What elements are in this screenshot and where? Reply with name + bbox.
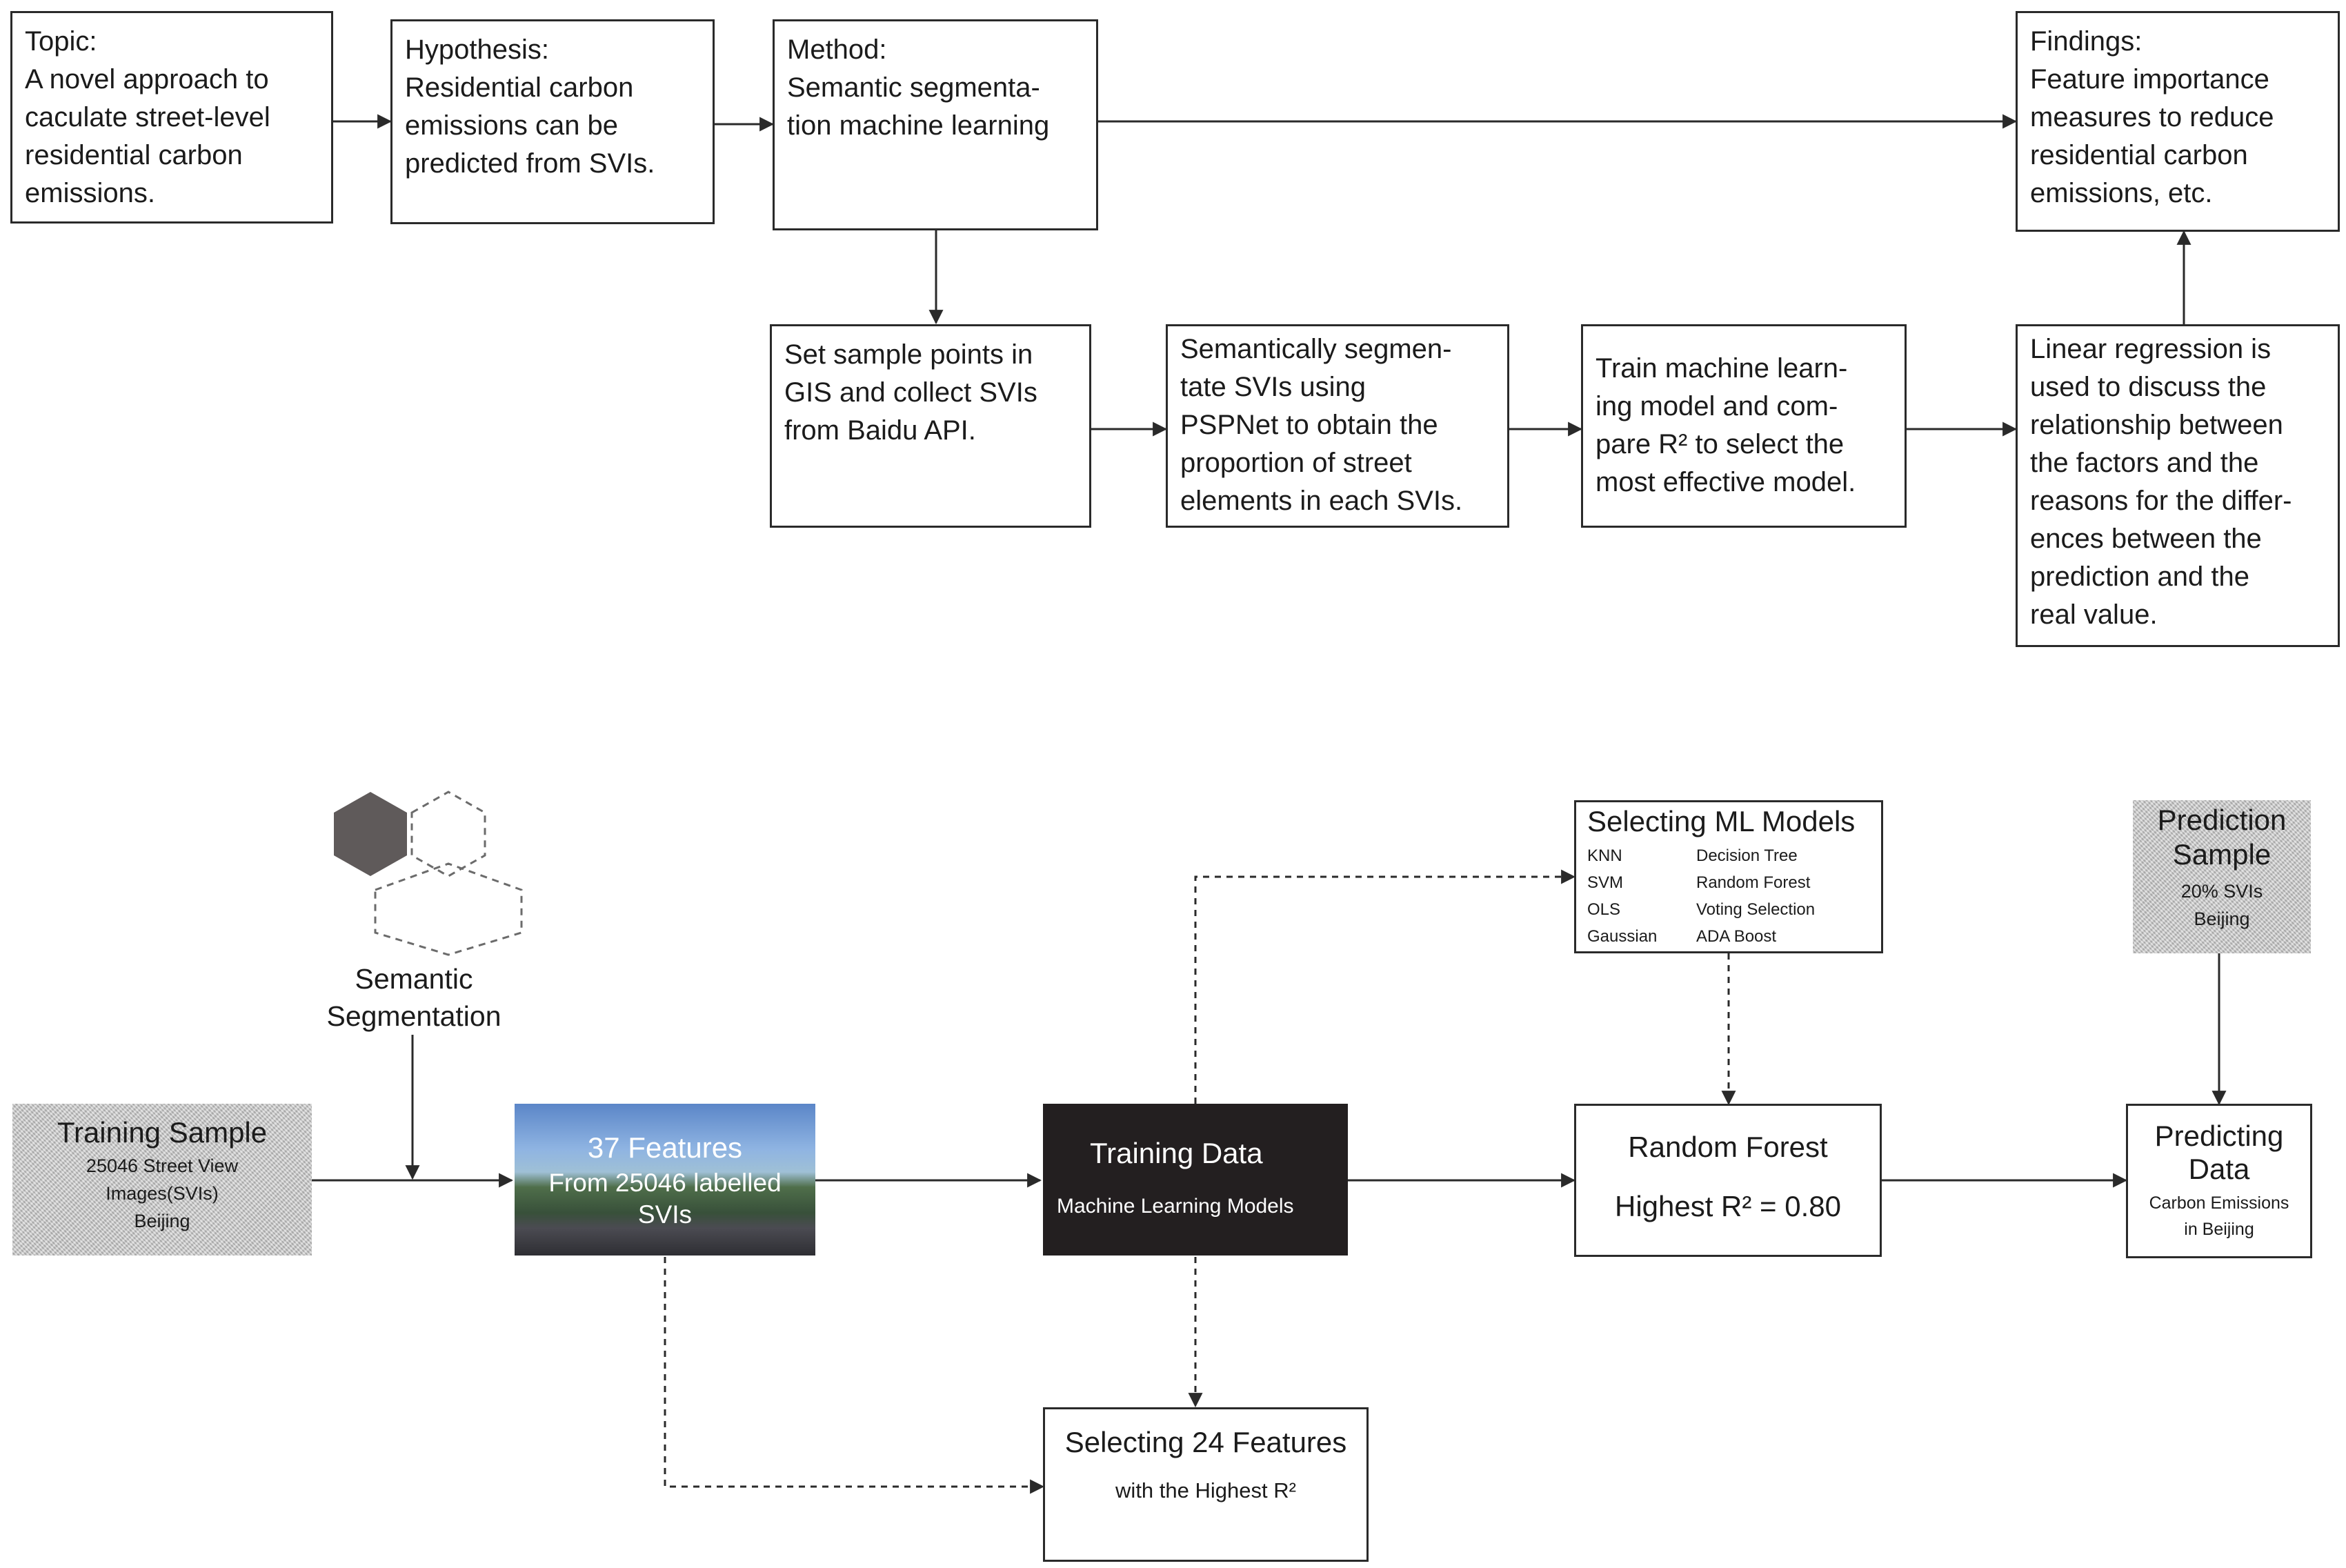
model-item: ADA Boost (1696, 927, 1777, 946)
regression-line: reasons for the differ- (2030, 486, 2292, 516)
hypothesis-heading: Hypothesis: (405, 34, 549, 65)
hypothesis-line: predicted from SVIs. (405, 148, 655, 179)
regression-line: real value. (2030, 599, 2158, 630)
sample-points-box: Set sample points in GIS and collect SVI… (770, 324, 1091, 528)
train-line: Train machine learn- (1596, 353, 1848, 384)
train-line: pare R² to select the (1596, 429, 1845, 459)
selecting-features-title: Selecting 24 Features (1064, 1426, 1347, 1458)
models-list: KNN Decision Tree SVM Random Forest OLS … (1587, 842, 1874, 950)
findings-line: measures to reduce (2030, 102, 2274, 132)
segment-line: proportion of street (1180, 448, 1412, 478)
semantic-segmentation-label: Semantic Segmentation (297, 960, 531, 1035)
method-heading: Method: (787, 34, 887, 65)
training-sample-line: Images(SVIs) (106, 1183, 219, 1204)
model-item: Gaussian (1587, 927, 1658, 946)
topic-heading: Topic: (25, 26, 97, 57)
prediction-sample-sub: 20% SVIs (2180, 881, 2263, 902)
method-line: tion machine learning (787, 110, 1050, 141)
model-item: Decision Tree (1696, 846, 1798, 865)
training-sample-box: Training Sample 25046 Street View Images… (12, 1104, 312, 1256)
regression-line: ences between the (2030, 524, 2262, 554)
dotted-training-data-models (1194, 869, 1576, 1104)
dotted-features-selecting-features (664, 1257, 1045, 1494)
random-forest-box: Random Forest Highest R² = 0.80 (1574, 1104, 1882, 1257)
predicting-data-line: Predicting (2154, 1120, 2284, 1152)
prediction-sample-line: Sample (2172, 838, 2272, 871)
hypothesis-line: Residential carbon (405, 72, 634, 103)
predicting-data-sub: in Beijing (2184, 1220, 2254, 1239)
segment-line: elements in each SVIs. (1180, 486, 1463, 516)
selecting-features-box: Selecting 24 Features with the Highest R… (1043, 1407, 1369, 1562)
regression-line: Linear regression is (2030, 334, 2272, 364)
features-line: From 25046 labelled (548, 1169, 782, 1197)
train-line: most effective model. (1596, 467, 1856, 497)
sample-points-line: from Baidu API. (784, 415, 976, 446)
regression-line: relationship between (2030, 410, 2283, 440)
predicting-data-box: Predicting Data Carbon Emissions in Beij… (2126, 1104, 2312, 1258)
random-forest-title: Random Forest (1628, 1131, 1828, 1163)
selecting-features-subtitle: with the Highest R² (1115, 1478, 1296, 1502)
model-item: KNN (1587, 846, 1622, 865)
method-box: Method: Semantic segmenta- tion machine … (773, 19, 1098, 230)
sample-points-line: GIS and collect SVIs (784, 377, 1037, 408)
hypothesis-line: emissions can be (405, 110, 619, 141)
segment-line: tate SVIs using (1180, 372, 1366, 402)
model-item: Voting Selection (1696, 900, 1816, 919)
training-sample-line: Beijing (134, 1211, 190, 1231)
predicting-data-line: Data (2188, 1153, 2250, 1185)
findings-line: emissions, etc. (2030, 178, 2213, 208)
selecting-models-box: Selecting ML Models KNN Decision Tree SV… (1574, 800, 1883, 953)
prediction-sample-box: Prediction Sample 20% SVIs Beijing (2133, 800, 2311, 953)
findings-heading: Findings: (2030, 26, 2143, 57)
topic-line: emissions. (25, 178, 155, 208)
features-line: SVIs (637, 1200, 693, 1229)
regression-line: prediction and the (2030, 562, 2250, 592)
train-line: ing model and com- (1596, 391, 1838, 421)
findings-box: Findings: Feature importance measures to… (2016, 11, 2340, 232)
prediction-sample-line: Prediction (2157, 804, 2287, 836)
prediction-sample-sub: Beijing (2194, 909, 2250, 929)
hexagon-dashed-top-icon (410, 791, 486, 877)
topic-line: residential carbon (25, 140, 243, 170)
hexagon-dashed-bottom-icon (374, 862, 523, 956)
selecting-models-title: Selecting ML Models (1587, 805, 1856, 837)
findings-line: Feature importance (2030, 64, 2269, 95)
training-sample-title: Training Sample (57, 1116, 268, 1149)
hypothesis-box: Hypothesis: Residential carbon emissions… (390, 19, 715, 224)
semantic-segmentation-line: Semantic (355, 963, 473, 995)
model-item: Random Forest (1696, 873, 1811, 892)
topic-line: A novel approach to (25, 64, 269, 95)
findings-line: residential carbon (2030, 140, 2248, 170)
regression-box: Linear regression is used to discuss the… (2016, 324, 2340, 647)
segment-line: PSPNet to obtain the (1180, 410, 1438, 440)
segment-line: Semantically segmen- (1180, 334, 1452, 364)
training-data-box: Training Data Machine Learning Models (1043, 1104, 1348, 1256)
sample-points-line: Set sample points in (784, 339, 1033, 370)
topic-line: caculate street-level (25, 102, 270, 132)
regression-line: the factors and the (2030, 448, 2259, 478)
train-box: Train machine learn- ing model and com- … (1581, 324, 1907, 528)
training-sample-line: 25046 Street View (86, 1155, 239, 1176)
features-photo-box: 37 Features From 25046 labelled SVIs (515, 1104, 815, 1256)
model-item: SVM (1587, 873, 1624, 892)
semantic-segmentation-line: Segmentation (326, 1000, 501, 1032)
segment-box: Semantically segmen- tate SVIs using PSP… (1166, 324, 1509, 528)
model-item: OLS (1587, 900, 1621, 919)
training-data-title: Training Data (1090, 1137, 1263, 1169)
random-forest-r2: Highest R² = 0.80 (1614, 1190, 1841, 1222)
hexagon-filled-icon (334, 792, 407, 876)
method-line: Semantic segmenta- (787, 72, 1040, 103)
training-data-subtitle: Machine Learning Models (1057, 1195, 1294, 1218)
features-title: 37 Features (587, 1131, 743, 1164)
regression-line: used to discuss the (2030, 372, 2267, 402)
predicting-data-sub: Carbon Emissions (2149, 1193, 2289, 1213)
topic-box: Topic: A novel approach to caculate stre… (10, 11, 333, 224)
